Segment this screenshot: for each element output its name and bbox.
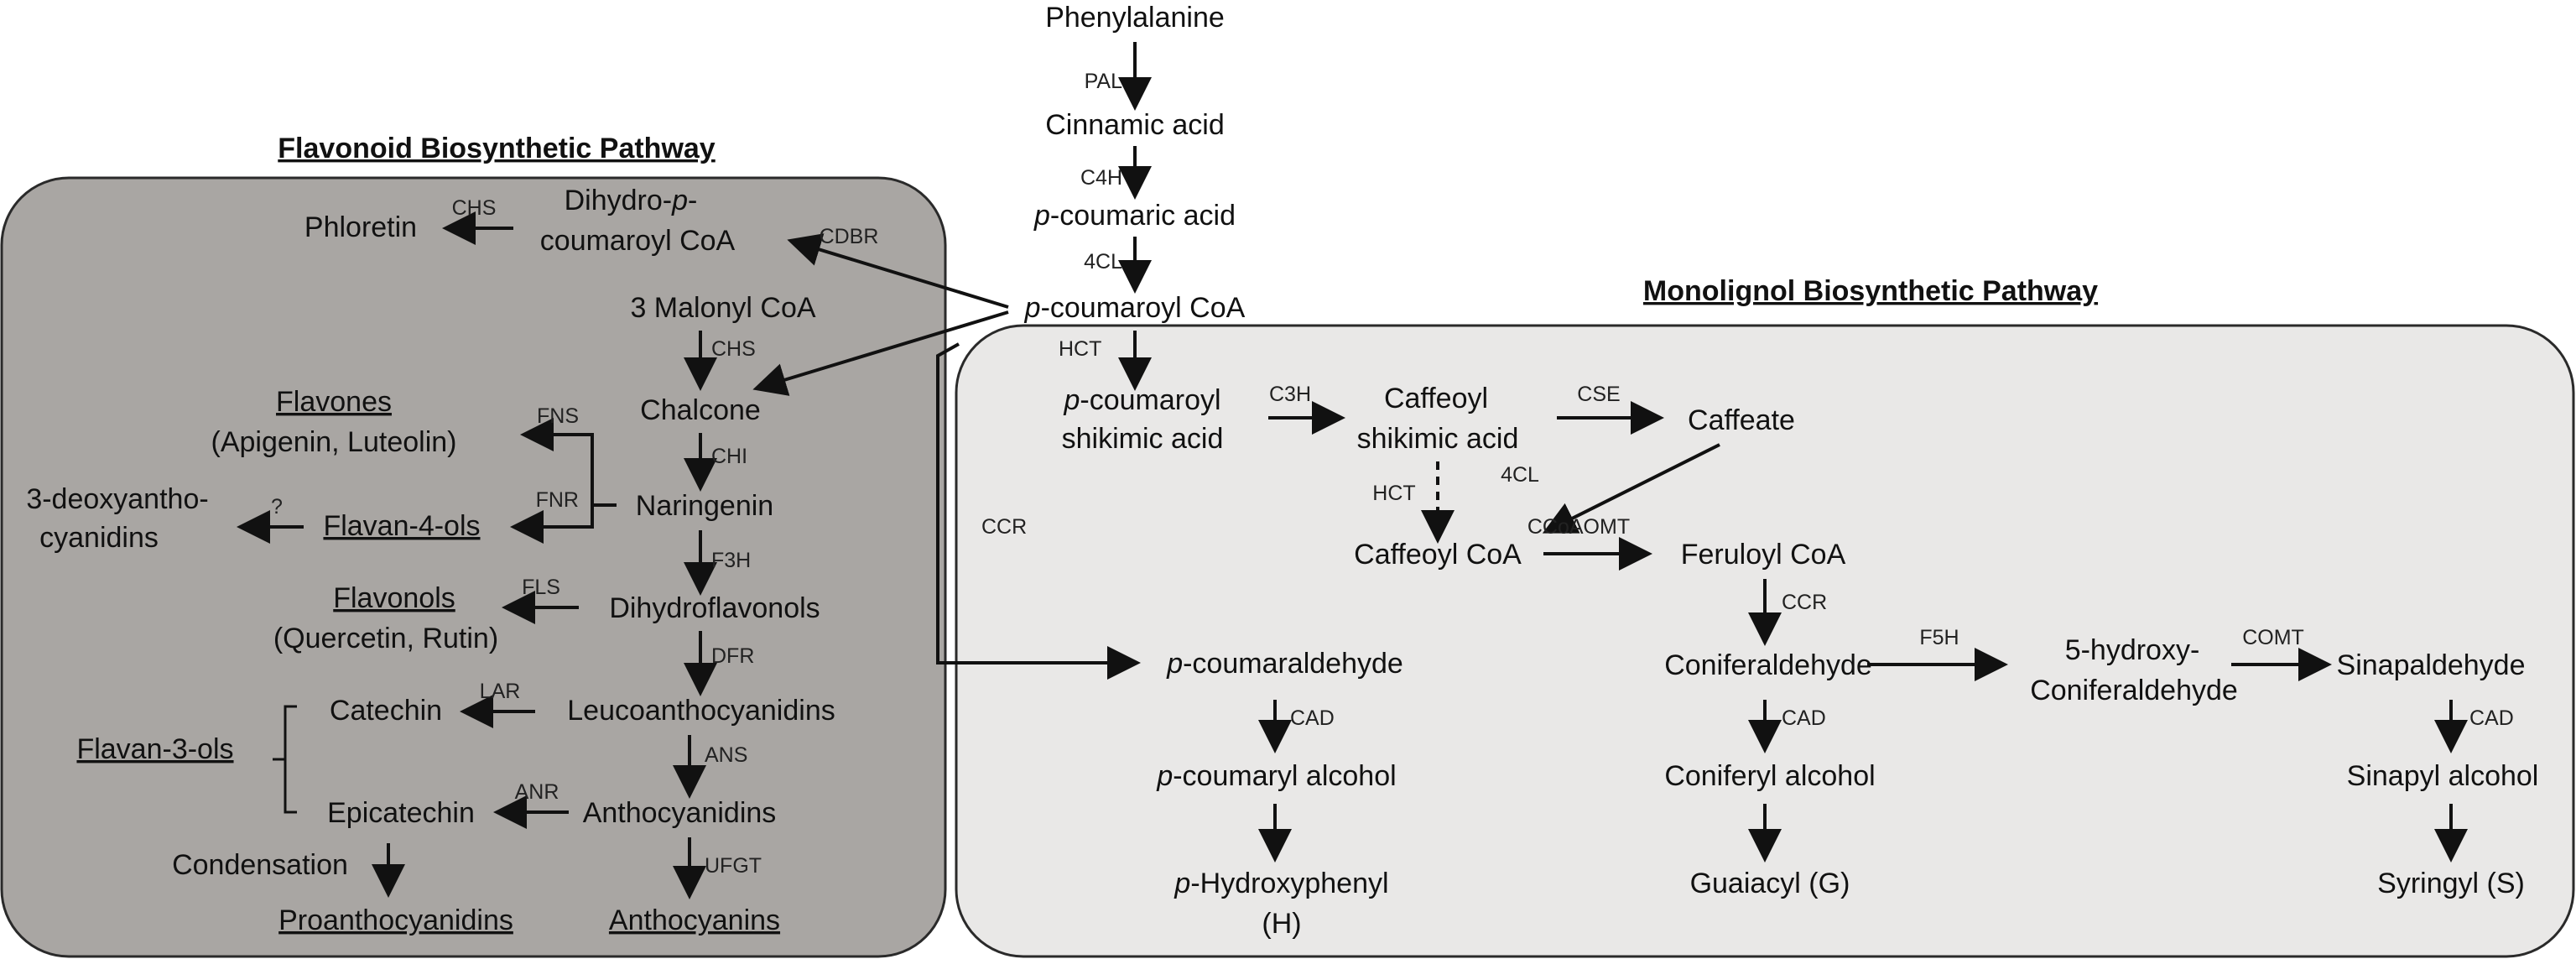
enzyme-hct: HCT [1059, 337, 1101, 361]
node-caffeoyl: Caffeoyl [1384, 383, 1488, 414]
node-deoxy-line1: 3-deoxyantho- [26, 483, 208, 515]
enzyme-fnr: FNR [536, 488, 579, 512]
node-cinnamic-acid: Cinnamic acid [1045, 109, 1225, 141]
node-malonyl-coa: 3 Malonyl CoA [630, 292, 815, 324]
enzyme-cse: CSE [1577, 383, 1620, 406]
p-prefix: p [1063, 384, 1080, 416]
enzyme-hct-2: HCT [1372, 482, 1415, 505]
node-shikimic-acid-1: shikimic acid [1062, 423, 1224, 455]
node-p-coumaric-acid: p-coumaric acid [1033, 200, 1236, 232]
enzyme-lar: LAR [480, 680, 521, 703]
node-syringyl: Syringyl (S) [2377, 868, 2525, 899]
arrow-to-chalcone [752, 310, 1009, 396]
enzyme-ccoaomt: CCoAOMT [1527, 515, 1630, 539]
node-phloretin: Phloretin [304, 211, 417, 243]
node-feruloyl-coa: Feruloyl CoA [1681, 539, 1846, 571]
enzyme-cad-1: CAD [1290, 706, 1335, 730]
node-flavan-3-ols: Flavan-3-ols [76, 733, 233, 765]
enzyme-chi: CHI [711, 445, 747, 468]
dihydro-a: Dihydro- [565, 185, 672, 216]
enzyme-c3h: C3H [1269, 383, 1311, 406]
node-p-coumaraldehyde: p-coumaraldehyde [1166, 648, 1403, 680]
node-p-coumaroyl-shikimic: p-coumaroyl [1063, 384, 1220, 416]
node-p-hydroxyphenyl: p-Hydroxyphenyl [1174, 868, 1388, 899]
node-phenylalanine: Phenylalanine [1045, 2, 1225, 34]
enzyme-cad-2: CAD [1782, 706, 1826, 730]
enzyme-4cl: 4CL [1084, 250, 1122, 274]
node-dihydro-line1: Dihydro-p- [565, 185, 698, 216]
node-p-coumaroyl-coa: p-coumaroyl CoA [1024, 292, 1246, 324]
enzyme-ccr: CCR [1782, 591, 1827, 614]
enzyme-ans: ANS [705, 743, 747, 767]
p-prefix: p [1174, 868, 1190, 899]
enzyme-chs-top: CHS [452, 196, 497, 220]
node-proanthocyanidins: Proanthocyanidins [278, 904, 513, 936]
node-leucoanthocyanidins: Leucoanthocyanidins [567, 695, 835, 727]
enzyme-fns: FNS [537, 404, 579, 428]
p-prefix: p [1166, 648, 1183, 680]
enzyme-cad-3: CAD [2469, 706, 2514, 730]
enzyme-cdbr: CDBR [820, 225, 879, 248]
node-coniferaldehyde: Coniferaldehyde [1664, 649, 1872, 681]
node-sinapaldehyde: Sinapaldehyde [2337, 649, 2526, 681]
node-naringenin: Naringenin [636, 490, 773, 522]
node-catechin: Catechin [330, 695, 442, 727]
enzyme-fls: FLS [522, 576, 560, 599]
enzyme-question: ? [271, 495, 283, 519]
node-5-hydroxy-line1: 5-hydroxy- [2065, 634, 2200, 666]
arrow-4cl-caffeate [1542, 443, 1720, 534]
flavonoid-title: Flavonoid Biosynthetic Pathway [278, 133, 716, 164]
enzyme-c4h: C4H [1080, 166, 1122, 190]
enzyme-f3h: F3H [711, 549, 751, 572]
node-coniferyl-alcohol: Coniferyl alcohol [1664, 760, 1875, 792]
enzyme-pal: PAL [1085, 70, 1122, 93]
p-hydroxyphenyl-rest: -Hydroxyphenyl [1190, 868, 1388, 899]
node-chalcone: Chalcone [640, 394, 761, 426]
node-h-label: (H) [1262, 908, 1301, 940]
enzyme-dfr: DFR [711, 644, 754, 668]
node-dihydroflavonols: Dihydroflavonols [609, 592, 820, 624]
enzyme-ccr-left: CCR [981, 515, 1027, 539]
node-epicatechin: Epicatechin [327, 797, 475, 829]
node-deoxy-line2: cyanidins [39, 522, 159, 554]
node-condensation: Condensation [172, 849, 348, 881]
node-flavones-sub: (Apigenin, Luteolin) [211, 426, 457, 458]
enzyme-f5h: F5H [1919, 626, 1959, 649]
node-flavonols-sub: (Quercetin, Rutin) [273, 623, 498, 654]
p-coumaryl-rest: -coumaryl alcohol [1173, 760, 1396, 792]
p-coumaroyl-rest: -coumaroyl CoA [1041, 292, 1246, 324]
node-anthocyanidins: Anthocyanidins [583, 797, 777, 829]
p-coumaroyl-shik-rest: -coumaroyl [1080, 384, 1220, 416]
monolignol-title: Monolignol Biosynthetic Pathway [1643, 275, 2098, 307]
enzyme-4cl-2: 4CL [1501, 463, 1539, 487]
dihydro-p: p [671, 185, 688, 216]
dihydro-c: - [688, 185, 697, 216]
arrow-to-dihydro [787, 233, 1009, 309]
enzyme-comt: COMT [2242, 626, 2304, 649]
enzyme-ufgt: UFGT [705, 854, 762, 878]
arrow-ccr-branch [936, 342, 1141, 680]
node-caffeate: Caffeate [1688, 404, 1795, 436]
node-guaiacyl: Guaiacyl (G) [1690, 868, 1850, 899]
node-anthocyanins: Anthocyanins [609, 904, 780, 936]
node-sinapyl-alcohol: Sinapyl alcohol [2347, 760, 2539, 792]
node-5-hydroxy-line2: Coniferaldehyde [2030, 675, 2238, 706]
node-p-coumaryl-alcohol: p-coumaryl alcohol [1156, 760, 1396, 792]
p-coumaric-rest: -coumaric acid [1050, 200, 1236, 232]
p-coumaraldehyde-rest: -coumaraldehyde [1183, 648, 1403, 680]
node-shikimic-acid-2: shikimic acid [1357, 423, 1519, 455]
enzyme-anr: ANR [515, 780, 559, 804]
node-flavan-4-ols: Flavan-4-ols [323, 510, 480, 542]
node-flavonols: Flavonols [333, 582, 455, 614]
node-flavones: Flavones [276, 386, 392, 418]
node-caffeoyl-coa: Caffeoyl CoA [1354, 539, 1522, 571]
p-prefix: p [1024, 292, 1041, 324]
enzyme-chs: CHS [711, 337, 756, 361]
node-dihydro-line2: coumaroyl CoA [540, 225, 736, 257]
p-prefix: p [1033, 200, 1050, 232]
p-prefix: p [1156, 760, 1173, 792]
arrow-fnr [510, 503, 617, 544]
